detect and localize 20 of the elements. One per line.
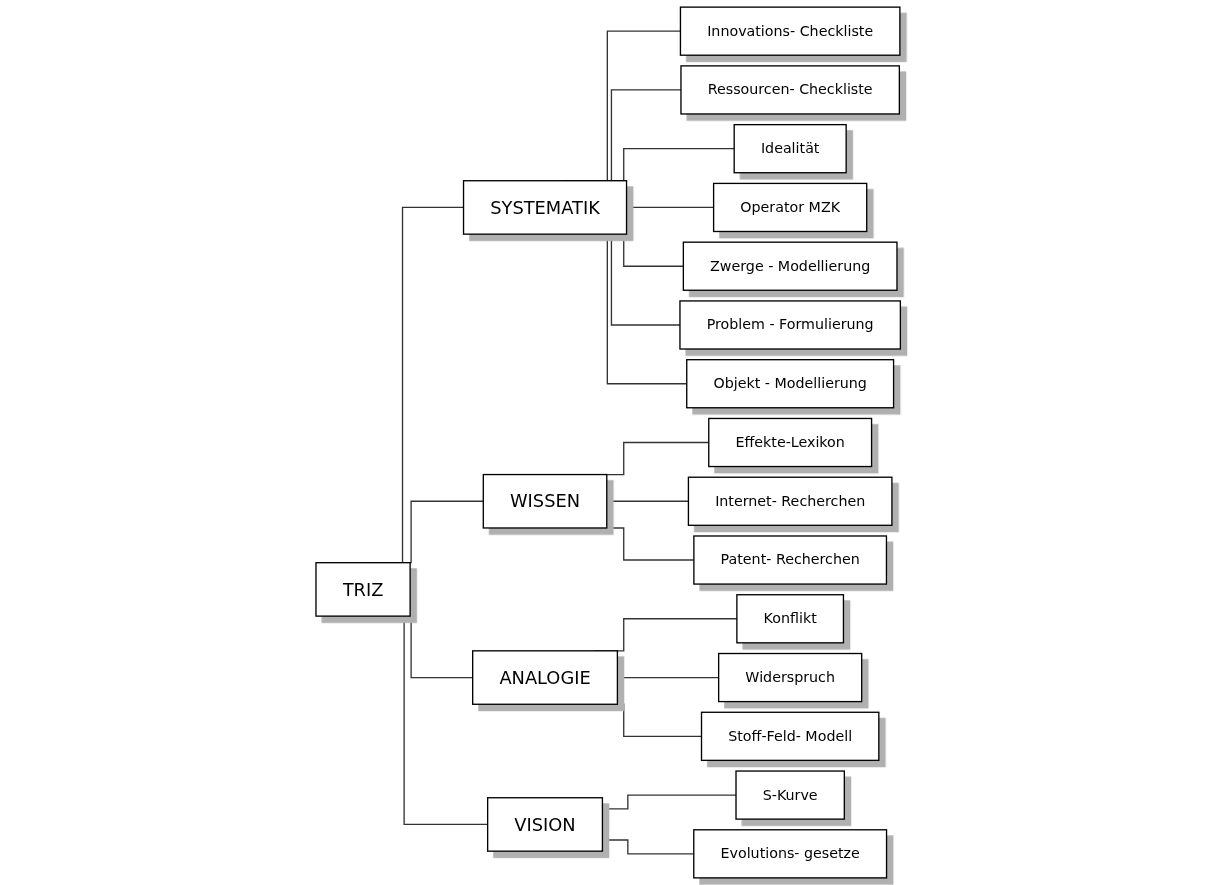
- node-box: Patent- Recherchen: [693, 535, 887, 585]
- node-box: Evolutions- gesetze: [692, 829, 888, 879]
- node-box: Problem - Formulierung: [679, 300, 901, 350]
- node-box: Idealität: [733, 124, 847, 174]
- node-box: Objekt - Modellierung: [685, 359, 895, 409]
- node-box: WISSEN: [482, 473, 608, 529]
- node-box: Internet- Recherchen: [687, 476, 893, 526]
- node-box: TRIZ: [315, 562, 411, 617]
- node-box: VISION: [486, 797, 603, 852]
- node-box: Effekte-Lexikon: [707, 417, 873, 468]
- node-box: Ressourcen- Checkliste: [680, 65, 900, 115]
- node-box: Operator MZK: [712, 182, 868, 233]
- node-box: S-Kurve: [735, 770, 845, 820]
- node-box: SYSTEMATIK: [462, 180, 627, 235]
- node-box: Zwerge - Modellierung: [682, 241, 898, 291]
- node-box: ANALOGIE: [471, 650, 618, 705]
- node-box: Stoff-Feld- Modell: [700, 711, 880, 761]
- node-box: Innovations- Checkliste: [679, 6, 901, 56]
- node-box: Widerspruch: [717, 652, 863, 703]
- node-box: Konflikt: [736, 594, 844, 644]
